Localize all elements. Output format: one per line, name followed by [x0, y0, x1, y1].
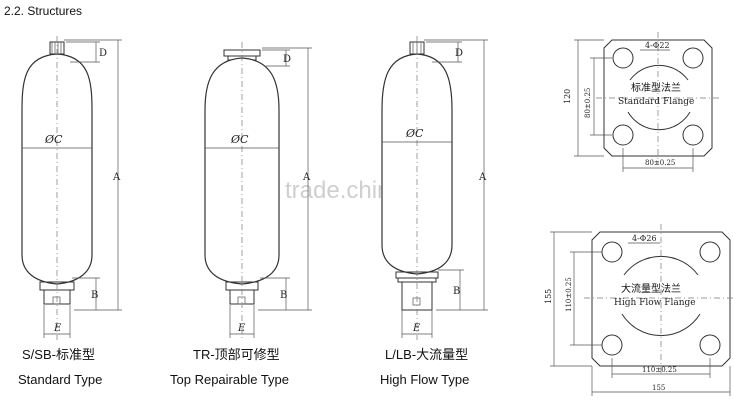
- dim-inner-height: 80±0.25: [584, 88, 592, 118]
- dim-inner-width: 110±0.25: [642, 366, 677, 374]
- dim-e-label: E: [237, 323, 246, 334]
- dim-c-label: ØC: [405, 127, 424, 140]
- dim-outer-width: 155: [652, 384, 665, 392]
- bolt-hole: [601, 241, 623, 263]
- dim-d-label: D: [283, 54, 291, 65]
- bolt-hole: [612, 47, 634, 69]
- flange-high-flow: 4-Φ26 大流量型法兰 High Flow Flange 155 110±0.…: [544, 224, 733, 396]
- section-title: 2.2. Structures: [4, 4, 82, 18]
- flange-plate: [591, 231, 731, 367]
- holes-spec: 4-Φ22: [645, 41, 670, 50]
- dim-d-label: D: [99, 48, 107, 59]
- dim-b-label: B: [280, 290, 287, 301]
- dim-a-label: A: [302, 172, 311, 183]
- bolt-hole: [699, 241, 721, 263]
- flange-title-en: High Flow Flange: [614, 298, 696, 308]
- bolt-hole: [682, 47, 704, 69]
- dim-e-label: E: [53, 323, 62, 334]
- dim-c-label: ØC: [44, 133, 63, 146]
- type-label-en: Standard Type: [18, 372, 102, 387]
- bolt-hole: [612, 124, 634, 146]
- dim-inner-width: 80±0.25: [645, 159, 675, 167]
- dim-a-label: A: [112, 172, 121, 183]
- dim-outer-height: 155: [544, 289, 553, 304]
- dim-b-label: B: [91, 290, 98, 301]
- flange-title-cn: 大流量型法兰: [621, 282, 681, 295]
- dim-e-label: E: [412, 323, 421, 334]
- accumulator-top-repairable: ØC D A B E TR-顶部可修型 Top Repairable Type: [170, 42, 312, 387]
- type-label-en: Top Repairable Type: [170, 372, 289, 387]
- dim-b-label: B: [453, 286, 460, 297]
- type-label-cn: TR-顶部可修型: [193, 347, 280, 362]
- type-label-en: High Flow Type: [380, 372, 469, 387]
- accumulator-high-flow: ØC D A B E L/LB-大流量型 High Flow Type: [380, 36, 488, 387]
- flange-title-en: Standard Flange: [618, 97, 694, 107]
- dim-a-label: A: [478, 172, 487, 183]
- flange-standard: 4-Φ22 标准型法兰 Standard Flange 120 80±0.25 …: [563, 32, 720, 172]
- accumulator-standard: ØC D A B E S/SB-标准型 Standard Type: [18, 36, 122, 387]
- bolt-hole: [699, 334, 721, 356]
- bolt-hole: [601, 334, 623, 356]
- flange-title-cn: 标准型法兰: [631, 81, 681, 94]
- type-label-cn: S/SB-标准型: [22, 347, 95, 362]
- bolt-hole: [682, 124, 704, 146]
- flange-plate: [603, 39, 713, 157]
- dim-d-label: D: [455, 48, 463, 59]
- dim-c-label: ØC: [230, 133, 249, 146]
- holes-spec: 4-Φ26: [632, 234, 657, 243]
- type-label-cn: L/LB-大流量型: [385, 347, 468, 362]
- shell-body: [204, 57, 280, 285]
- dim-outer-height: 120: [563, 89, 572, 104]
- dim-inner-height: 110±0.25: [565, 277, 573, 312]
